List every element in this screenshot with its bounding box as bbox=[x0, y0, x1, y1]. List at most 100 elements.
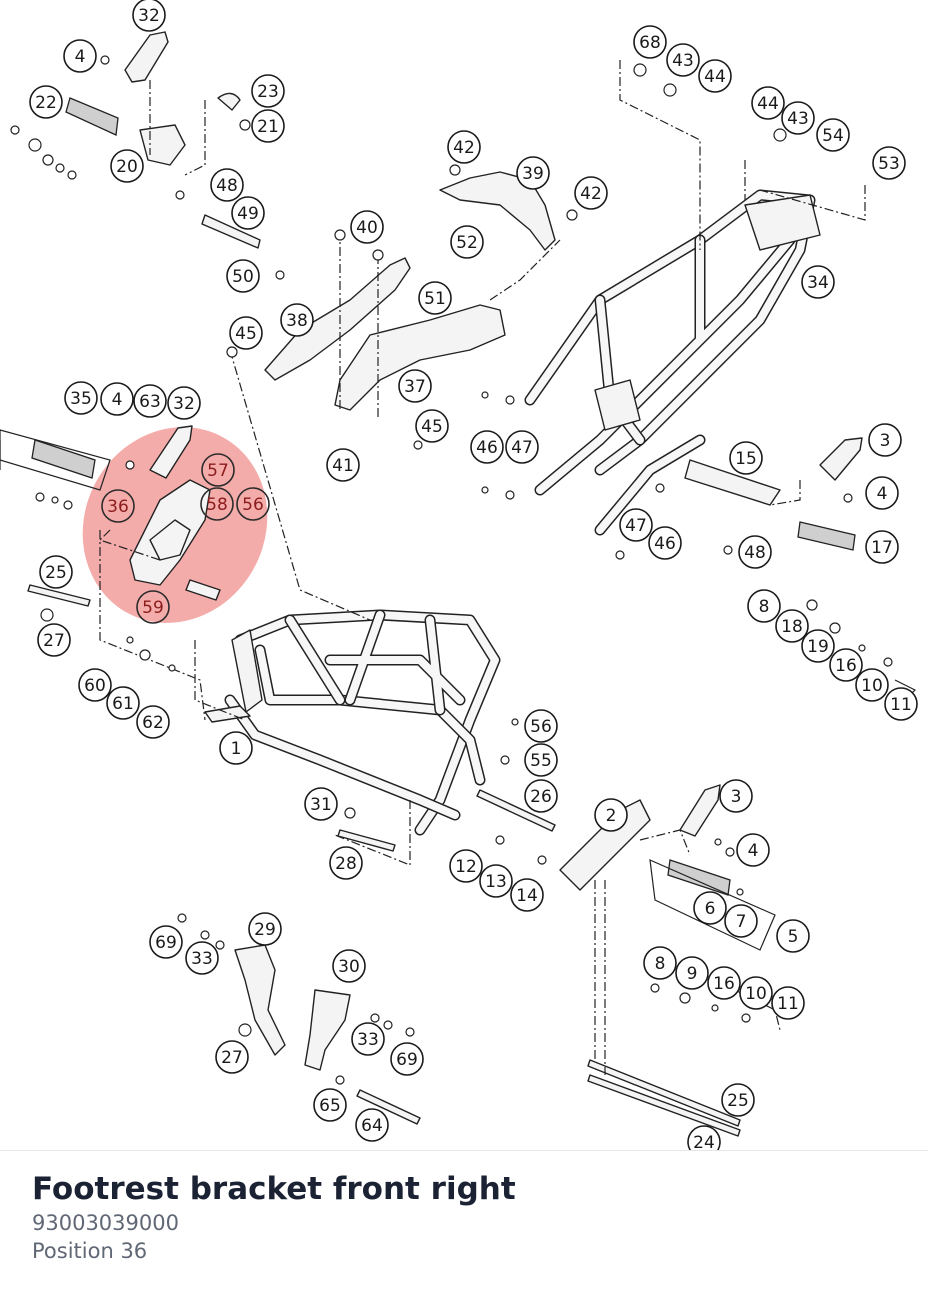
callout-c20: 20 bbox=[110, 149, 144, 183]
callout-c32b: 32 bbox=[167, 386, 201, 420]
callout-label: 43 bbox=[672, 51, 694, 71]
callout-label: 9 bbox=[687, 964, 698, 984]
callout-c50: 50 bbox=[226, 259, 260, 293]
callout-label: 38 bbox=[286, 311, 308, 331]
callout-label: 64 bbox=[361, 1116, 383, 1136]
callout-c35: 35 bbox=[64, 381, 98, 415]
callout-c5: 5 bbox=[776, 919, 810, 953]
callout-label: 35 bbox=[70, 389, 92, 409]
callout-label: 30 bbox=[338, 957, 360, 977]
callout-label: 15 bbox=[735, 449, 757, 469]
callout-c44a: 44 bbox=[698, 59, 732, 93]
callout-label: 42 bbox=[453, 138, 475, 158]
part-number: 93003039000 bbox=[32, 1211, 179, 1235]
callout-circle bbox=[185, 941, 219, 975]
callout-label: 33 bbox=[191, 949, 213, 969]
callout-c37: 37 bbox=[398, 369, 432, 403]
callout-circle bbox=[350, 210, 384, 244]
callout-c23: 23 bbox=[251, 74, 285, 108]
callout-c4c: 4 bbox=[736, 833, 770, 867]
callout-c61: 61 bbox=[106, 686, 140, 720]
callout-circle bbox=[110, 149, 144, 183]
callout-c15: 15 bbox=[729, 441, 763, 475]
callout-label: 32 bbox=[138, 6, 160, 26]
callout-label: 36 bbox=[107, 497, 129, 517]
callout-circle bbox=[251, 74, 285, 108]
callout-label: 3 bbox=[880, 431, 891, 451]
callout-label: 31 bbox=[310, 795, 332, 815]
callout-circle bbox=[721, 1083, 755, 1117]
callout-c52: 52 bbox=[450, 225, 484, 259]
callout-label: 13 bbox=[485, 872, 507, 892]
callout-c58: 58 bbox=[200, 487, 234, 521]
callout-circle bbox=[355, 1108, 389, 1142]
callout-circle bbox=[313, 1088, 347, 1122]
callout-circle bbox=[524, 743, 558, 777]
callout-c47b: 47 bbox=[619, 508, 653, 542]
callout-circle bbox=[251, 109, 285, 143]
callout-c27b: 27 bbox=[215, 1040, 249, 1074]
callout-label: 32 bbox=[173, 394, 195, 414]
long-bolts bbox=[27, 584, 741, 1137]
callout-circle bbox=[505, 430, 539, 464]
callout-c68: 68 bbox=[633, 25, 667, 59]
callout-c56a: 56 bbox=[236, 487, 270, 521]
callout-label: 8 bbox=[655, 954, 666, 974]
callout-c17: 17 bbox=[865, 530, 899, 564]
callout-label: 1 bbox=[231, 739, 242, 759]
callout-circle bbox=[280, 303, 314, 337]
callout-c3a: 3 bbox=[719, 779, 753, 813]
callout-circle bbox=[100, 382, 134, 416]
callout-c56b: 56 bbox=[524, 709, 558, 743]
side-panels bbox=[264, 171, 556, 411]
callout-c10a: 10 bbox=[855, 668, 889, 702]
callout-circle bbox=[643, 946, 677, 980]
callout-label: 57 bbox=[207, 461, 229, 481]
callout-c47a: 47 bbox=[505, 430, 539, 464]
callout-circle bbox=[776, 919, 810, 953]
callout-label: 33 bbox=[357, 1030, 379, 1050]
callout-c8a: 8 bbox=[747, 589, 781, 623]
callout-circle bbox=[447, 130, 481, 164]
callout-label: 53 bbox=[878, 154, 900, 174]
callout-circle bbox=[229, 316, 263, 350]
callout-circle bbox=[829, 648, 863, 682]
callout-c11b: 11 bbox=[771, 986, 805, 1020]
parts-diagram: 3242223212048495042394240525138453745416… bbox=[0, 0, 918, 1150]
callout-label: 63 bbox=[139, 392, 161, 412]
callout-label: 6 bbox=[705, 899, 716, 919]
callout-circle bbox=[771, 986, 805, 1020]
callout-label: 24 bbox=[693, 1133, 715, 1150]
main-frame bbox=[204, 609, 501, 836]
callout-c12: 12 bbox=[449, 849, 483, 883]
callout-circle bbox=[101, 489, 135, 523]
callout-circle bbox=[510, 878, 544, 912]
callout-c27a: 27 bbox=[37, 623, 71, 657]
callout-circle bbox=[516, 156, 550, 190]
callout-c28: 28 bbox=[329, 846, 363, 880]
callout-c8b: 8 bbox=[643, 946, 677, 980]
callout-c49: 49 bbox=[231, 196, 265, 230]
callout-c29: 29 bbox=[248, 912, 282, 946]
callout-label: 4 bbox=[877, 484, 888, 504]
callout-c25b: 25 bbox=[721, 1083, 755, 1117]
callout-c48a: 48 bbox=[210, 168, 244, 202]
callout-circle bbox=[226, 259, 260, 293]
callout-label: 46 bbox=[476, 438, 498, 458]
callout-c4b: 4 bbox=[100, 382, 134, 416]
callout-circle bbox=[470, 430, 504, 464]
callout-c44b: 44 bbox=[751, 86, 785, 120]
callout-label: 49 bbox=[237, 204, 259, 224]
callout-label: 4 bbox=[112, 390, 123, 410]
callout-circle bbox=[106, 686, 140, 720]
callout-label: 48 bbox=[216, 176, 238, 196]
callout-circle bbox=[326, 448, 360, 482]
callout-circle bbox=[29, 85, 63, 119]
callout-circle bbox=[248, 912, 282, 946]
callout-c22: 22 bbox=[29, 85, 63, 119]
callout-circle bbox=[816, 118, 850, 152]
callout-circle bbox=[390, 1042, 424, 1076]
callout-label: 19 bbox=[807, 637, 829, 657]
callout-label: 25 bbox=[727, 1091, 749, 1111]
callout-label: 62 bbox=[142, 713, 164, 733]
